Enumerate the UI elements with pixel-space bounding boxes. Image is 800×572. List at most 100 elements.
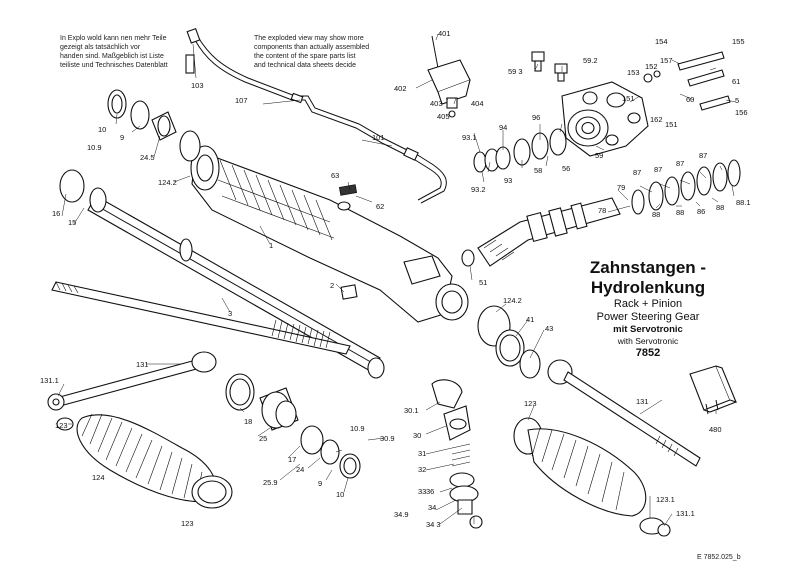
part-label: 25.9 bbox=[263, 478, 278, 487]
part-label: 34 bbox=[428, 503, 436, 512]
part-label: 404 bbox=[471, 99, 484, 108]
part-label: 56 bbox=[562, 164, 570, 173]
part-label: 3 bbox=[228, 309, 232, 318]
part-label: 78 bbox=[598, 206, 606, 215]
part-label: 10 bbox=[98, 125, 106, 134]
part-label: 31 bbox=[418, 449, 426, 458]
part-label: 43 bbox=[545, 324, 553, 333]
part-label: 403 bbox=[430, 99, 443, 108]
part-label: 59 bbox=[595, 151, 603, 160]
part-label: 131.1 bbox=[40, 376, 59, 385]
seal-rings-93-96 bbox=[473, 128, 567, 173]
part-label: 87 bbox=[633, 168, 641, 177]
subtitle-english-1: Rack + Pinion bbox=[613, 298, 683, 310]
part-label: 131 bbox=[636, 397, 649, 406]
part-label: 87 bbox=[676, 159, 684, 168]
bellows-boot-124-left bbox=[56, 413, 233, 509]
part-label: 157 bbox=[660, 56, 673, 65]
part-label: 123 bbox=[55, 421, 68, 430]
inner-tie-rod-right bbox=[547, 359, 701, 467]
part-label: 10 bbox=[336, 490, 344, 499]
part-label: 9 bbox=[318, 479, 322, 488]
part-label: 33 bbox=[418, 487, 426, 496]
part-label: 96 bbox=[532, 113, 540, 122]
part-label: 34 3 bbox=[426, 520, 441, 529]
part-label: 401 bbox=[438, 29, 451, 38]
disclaimer-note-german: In Explo wold kann nen mehr Teile gezeig… bbox=[60, 35, 168, 69]
part-label: 151 bbox=[665, 120, 678, 129]
part-label: 124.2 bbox=[158, 178, 177, 187]
part-label: 94 bbox=[499, 123, 507, 132]
part-label: 123.1 bbox=[656, 495, 675, 504]
rings-bottom-left bbox=[225, 373, 361, 479]
part-label: 36 bbox=[426, 487, 434, 496]
part-label: 402 bbox=[394, 84, 407, 93]
part-label: 1 bbox=[269, 241, 273, 250]
part-label: 154 bbox=[655, 37, 668, 46]
title-line-2: Hydrolenkung bbox=[590, 278, 706, 297]
part-label: 93.1 bbox=[462, 133, 477, 142]
part-label: 152 bbox=[645, 62, 658, 71]
part-label: 124.2 bbox=[503, 296, 522, 305]
part-label: 15 bbox=[68, 218, 76, 227]
part-label: 17 bbox=[288, 455, 296, 464]
rings-right-41-43 bbox=[477, 305, 541, 379]
part-label: 162 bbox=[650, 115, 663, 124]
part-label: 101 bbox=[372, 133, 385, 142]
subtitle-english-2: Power Steering Gear bbox=[596, 311, 700, 323]
pinion-valve-spool bbox=[461, 197, 621, 267]
part-label: 41 bbox=[526, 315, 534, 324]
part-label: 61 bbox=[732, 77, 740, 86]
title-line-1: Zahnstangen - bbox=[589, 258, 707, 277]
steering-rack-2 bbox=[51, 281, 358, 355]
pressure-line-103-107 bbox=[185, 27, 416, 159]
steering-gear-housing-1 bbox=[190, 145, 469, 323]
part-label: 24 bbox=[296, 465, 304, 474]
model-number: 7852 bbox=[635, 347, 661, 359]
part-label: 9 bbox=[120, 133, 124, 142]
part-label: 79 bbox=[617, 183, 625, 192]
part-label: 18 bbox=[244, 417, 252, 426]
part-label: 32 bbox=[418, 465, 426, 474]
part-label: 30 bbox=[413, 431, 421, 440]
part-label: 93.2 bbox=[471, 185, 486, 194]
disclaimer-note-english: The exploded view may show more componen… bbox=[254, 35, 370, 69]
part-label: 156 bbox=[735, 108, 748, 117]
part-label: 30.1 bbox=[404, 406, 419, 415]
part-labels: 103 107 401 402 403 404 405 59 3 59.2 15… bbox=[40, 29, 751, 529]
part-label: 59 3 bbox=[508, 67, 523, 76]
part-label: 59.2 bbox=[583, 56, 598, 65]
part-label: 131 bbox=[136, 360, 149, 369]
part-label: 88.1 bbox=[736, 198, 751, 207]
title-block: Zahnstangen - Hydrolenkung Rack + Pinion… bbox=[572, 258, 724, 360]
part-label: 2 bbox=[330, 281, 334, 290]
servotronic-label-de: mit Servotronic bbox=[613, 324, 683, 335]
part-label: 86 bbox=[697, 207, 705, 216]
part-label: 51 bbox=[479, 278, 487, 287]
seal-rings-87-88 bbox=[631, 159, 741, 215]
part-label: 123 bbox=[181, 519, 194, 528]
part-label: 24.5 bbox=[140, 153, 155, 162]
part-label: 88 bbox=[716, 203, 724, 212]
part-label: 103 bbox=[191, 81, 204, 90]
part-label: 87 bbox=[654, 165, 662, 174]
part-label: 151 bbox=[622, 94, 635, 103]
pressure-piece-30-36 bbox=[431, 379, 483, 529]
inner-tie-rod-left bbox=[47, 351, 217, 411]
part-label: 480 bbox=[709, 425, 722, 434]
leader-lines bbox=[57, 33, 737, 527]
part-label: 405 bbox=[437, 112, 450, 121]
part-label: 107 bbox=[235, 96, 248, 105]
part-label: 123 bbox=[524, 399, 537, 408]
part-label: 58 bbox=[534, 166, 542, 175]
part-label: 10.9 bbox=[350, 424, 365, 433]
part-label: 153 bbox=[627, 68, 640, 77]
part-label: 88 bbox=[676, 208, 684, 217]
part-label: 60 bbox=[686, 95, 694, 104]
bellows-boot-right bbox=[513, 417, 671, 537]
part-label: 16 bbox=[52, 209, 60, 218]
part-label: 63 bbox=[331, 171, 339, 180]
return-line-101 bbox=[403, 147, 447, 204]
part-label: 124 bbox=[92, 473, 105, 482]
part-label: 62 bbox=[376, 202, 384, 211]
